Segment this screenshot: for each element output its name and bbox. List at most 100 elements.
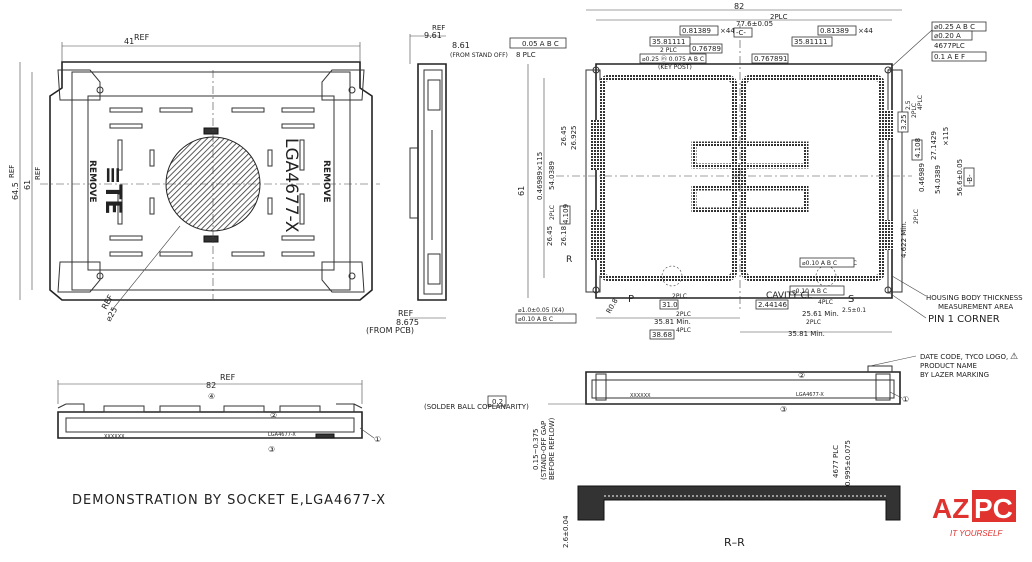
sd-pin1: PIN 1 CORNER <box>928 314 1000 325</box>
sd-housing-2: MEASUREMENT AREA <box>938 303 1013 311</box>
sd-x44-l: ×44 <box>720 27 735 35</box>
sd-fcf-005: 0.05 A B C <box>522 40 559 48</box>
sd-cavity: CAVITY CL <box>766 291 812 301</box>
sd-3581min-b: 35.81 Min. <box>788 330 825 338</box>
sec-date-2: PRODUCT NAME <box>920 362 977 370</box>
sec-date-3: BY LAZER MARKING <box>920 371 989 379</box>
caption: DEMONSTRATION BY SOCKET E,LGA4677-X <box>72 493 386 508</box>
sd-2561: 25.61 Min. <box>802 310 839 318</box>
remove-label-left: REMOVE <box>87 160 97 203</box>
logo-az: AZ <box>932 493 969 524</box>
sd-fcf-010: ⌀0.10 A B C <box>802 260 837 267</box>
sec-gap-3: BEFORE REFLOW) <box>548 417 556 480</box>
sd-2plc-f: 2PLC <box>672 293 687 300</box>
sd-2plc-h: 2PLC <box>806 319 821 326</box>
front-width: 82 <box>206 381 216 390</box>
sd-82: 82 <box>734 2 744 11</box>
dim-61-ref: REF <box>34 167 42 180</box>
front-ref-label: REF <box>220 373 236 382</box>
sd-2plc-top: 2PLC <box>770 13 788 21</box>
sd-fcf-010b: ⌀0.10 A B C <box>792 288 827 295</box>
front-marker-1: ① <box>374 435 381 444</box>
socket-detail: 82 2PLC 0.81389 ×44 77.6±0.05 -C- 0.8138… <box>509 2 1023 340</box>
dim-645: 64.5 <box>11 182 20 200</box>
sd-54030: 54.0389 <box>548 161 556 190</box>
sec-marker-3: ③ <box>780 405 787 414</box>
sd-046: 0.46989×115 <box>536 152 544 200</box>
sd-keypost: (KEY POST) <box>658 64 692 71</box>
sd-4plc-c: 4PLC <box>676 327 691 334</box>
front-marker-2: ② <box>270 411 277 420</box>
sd-4plc-b: 4PLC <box>818 299 833 306</box>
sd-3581min: 35.81 Min. <box>654 318 691 326</box>
sd-61: 61 <box>517 186 526 196</box>
side-ref-861: 8.61 <box>452 41 470 50</box>
sec-4677plc: 4677 PLC <box>832 445 840 478</box>
sd-8plc: 8 PLC <box>516 51 536 59</box>
sd-310: 31.0 <box>662 301 678 309</box>
sd-letter-s: S <box>848 294 854 305</box>
side-ref-8675-note: (FROM PCB) <box>366 326 414 335</box>
sec-warn: ⚠ <box>1010 352 1018 362</box>
sd-2plc-r: 2PLC <box>911 103 918 118</box>
sec-gap-2: (STAND-OFF GAP <box>540 421 548 480</box>
side-ref-8675-label: REF <box>398 309 414 318</box>
dim-41-ref: REF <box>134 33 150 42</box>
sd-2618: 26.18 <box>560 226 568 246</box>
sec-0995: 0.995±0.075 <box>844 440 852 486</box>
sec-marker-2: ② <box>798 371 805 380</box>
brand-logo: ≡TE <box>100 166 125 214</box>
sd-datum-c: -C- <box>736 29 746 37</box>
sd-325: 3.25 <box>900 114 908 130</box>
sd-0767: 0.76789 <box>692 45 721 53</box>
sd-2plc-b: 2 PLC <box>660 47 677 54</box>
dim-645-ref: REF <box>8 165 16 178</box>
sd-4109-l: 4.109 <box>562 204 570 224</box>
front-text-x: XXXXXX <box>104 434 125 440</box>
sd-4108: 4.108 <box>914 138 922 158</box>
sd-4plc: 4PLC <box>917 95 924 110</box>
top-view: ≡TE REMOVE LGA4677-X REMOVE 41 REF 64.5 … <box>8 33 380 323</box>
sd-776: 77.6±0.05 <box>736 20 773 28</box>
sd-x115: ×115 <box>942 127 950 146</box>
sd-25: 2.5 <box>905 100 912 110</box>
sd-letter-p: P <box>628 294 634 305</box>
front-text-part: LGA4677-X <box>268 432 296 438</box>
sd-housing-1: HOUSING BODY THICKNESS <box>926 294 1023 302</box>
side-ref-961-label: REF <box>432 24 445 32</box>
remove-label-right: REMOVE <box>321 160 331 203</box>
sec-gap-1: 0.15~0.375 <box>532 429 540 471</box>
sd-x44-r: ×44 <box>858 27 873 35</box>
sec-text-part: LGA4677-X <box>796 392 824 398</box>
sd-076789b: 0.767891 <box>754 55 787 63</box>
section-view: XXXXXX LGA4677-X ② ③ ① DATE CODE, TYCO L… <box>424 352 1018 549</box>
sd-0813-r: 0.81389 <box>820 27 849 35</box>
side-ref-961: 9.61 <box>424 31 442 40</box>
front-view: REF 82 XXXXXX LGA4677-X ④ ② ③ ① <box>57 373 381 454</box>
sd-datum-b: -B- <box>966 174 974 184</box>
sd-04698: 0.46989 <box>918 163 926 192</box>
sd-54038: 54.0389 <box>934 165 942 194</box>
sd-2plc-c: 2PLC <box>549 205 556 220</box>
sd-566: 56.6±0.05 <box>956 159 964 196</box>
sd-2plc-d: 2PLC <box>913 209 920 224</box>
sec-marker-1: ① <box>902 395 909 404</box>
sec-coplanarity: (SOLDER BALL COPLANARITY) <box>424 403 529 411</box>
sec-text-x: XXXXXX <box>630 393 651 399</box>
side-view: REF 9.61 8.61 (FROM STAND OFF) REF 8.675… <box>366 24 508 335</box>
sd-fcf-025: ⌀0.25 ⓜ 0.075 A B C <box>642 55 704 63</box>
sd-fcf-r1: ⌀0.25 A B C <box>934 23 975 31</box>
sec-date-1: DATE CODE, TYCO LOGO, <box>920 353 1008 361</box>
front-marker-4: ④ <box>208 392 215 401</box>
sd-fcf-r3: 0.1 A E F <box>934 53 965 61</box>
sd-4622: 4.622 Min. <box>900 221 908 258</box>
sd-4677plc: 4677PLC <box>934 42 965 50</box>
sd-2plc-g: 2PLC <box>676 311 691 318</box>
sd-27143: 27.1429 <box>930 131 938 160</box>
azpc-logo: AZ PC IT YOURSELF <box>928 488 1016 538</box>
sd-3868: 38.68 <box>652 331 672 339</box>
sd-25b: 2.5±0.1 <box>842 307 866 314</box>
sd-fcf-r2: ⌀0.20 A <box>934 32 961 40</box>
sd-35811-r: 35.81111 <box>794 38 827 46</box>
